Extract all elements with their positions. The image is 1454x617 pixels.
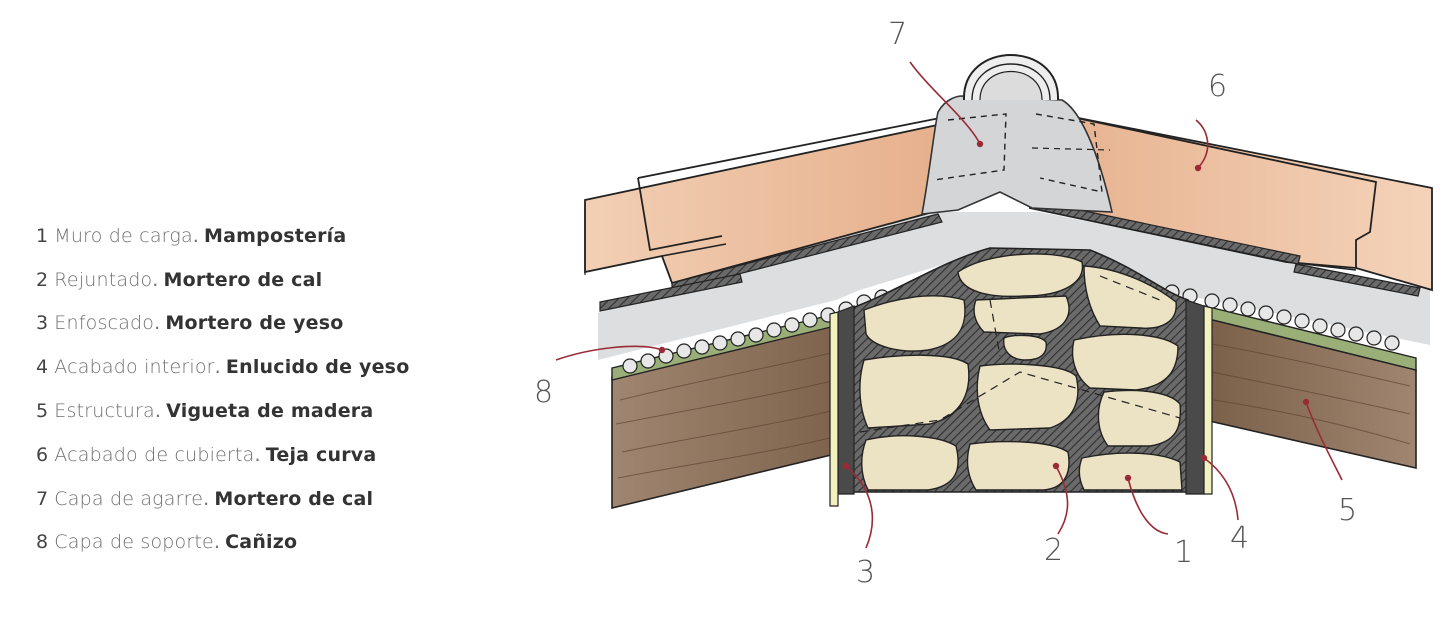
legend-item: 7 Capa de agarre. Mortero de cal <box>36 487 374 510</box>
legend-material: Teja curva <box>265 443 377 466</box>
callout-1: 1 <box>1174 535 1193 570</box>
legend-item: 4 Acabado interior. Enlucido de yeso <box>36 356 410 379</box>
legend-number: 8 <box>36 531 49 554</box>
legend-number: 7 <box>36 487 49 510</box>
ridge-mortar <box>921 54 1114 215</box>
legend-element: Estructura <box>54 400 155 423</box>
legend-element: Rejuntado <box>54 268 153 291</box>
legend-element: Acabado de cubierta <box>54 443 255 466</box>
legend-material: Mortero de yeso <box>165 312 344 335</box>
render-left <box>829 305 855 507</box>
legend-number: 3 <box>36 312 49 335</box>
legend-material: Vigueta de madera <box>166 400 374 423</box>
masonry-wall <box>851 247 1189 493</box>
callout-2: 2 <box>1044 533 1063 568</box>
leader-lines <box>555 61 1343 549</box>
legend-element: Capa de agarre <box>54 487 204 510</box>
legend-item: 1 Muro de carga. Mampostería <box>36 224 347 247</box>
legend-material: Mampostería <box>204 224 347 247</box>
legend-item: 3 Enfoscado. Mortero de yeso <box>36 312 344 335</box>
legend-element: Muro de carga <box>54 224 193 247</box>
callout-8: 8 <box>534 375 553 410</box>
callout-7: 7 <box>888 17 907 52</box>
roof-tiles-right <box>1027 106 1433 297</box>
legend-item: 8 Capa de soporte. Cañizo <box>36 531 298 554</box>
legend-number: 2 <box>36 268 49 291</box>
legend-material: Mortero de cal <box>214 487 374 510</box>
legend-item: 6 Acabado de cubierta. Teja curva <box>36 443 377 466</box>
legend-number: 4 <box>36 356 49 379</box>
legend-item: 5 Estructura. Vigueta de madera <box>36 400 374 423</box>
roof-tiles-left <box>584 117 943 312</box>
callout-3: 3 <box>856 555 875 590</box>
legend-number: 1 <box>36 224 49 247</box>
legend: 1 Muro de carga. Mampostería 2 Rejuntado… <box>36 214 476 564</box>
callout-4: 4 <box>1230 521 1249 556</box>
callout-5: 5 <box>1338 493 1357 528</box>
legend-material: Cañizo <box>225 531 298 554</box>
legend-number: 6 <box>36 443 49 466</box>
legend-number: 5 <box>36 400 49 423</box>
legend-material: Mortero de cal <box>163 268 323 291</box>
callout-6: 6 <box>1208 69 1227 104</box>
callout-labels: 7 6 8 5 4 1 2 3 <box>534 17 1357 590</box>
render-right <box>1185 299 1213 495</box>
legend-element: Capa de soporte <box>54 531 214 554</box>
legend-item: 2 Rejuntado. Mortero de cal <box>36 268 323 291</box>
leader-dots <box>658 140 1310 482</box>
legend-material: Enlucido de yeso <box>225 356 410 379</box>
legend-element: Acabado interior <box>54 356 215 379</box>
legend-element: Enfoscado <box>54 312 155 335</box>
